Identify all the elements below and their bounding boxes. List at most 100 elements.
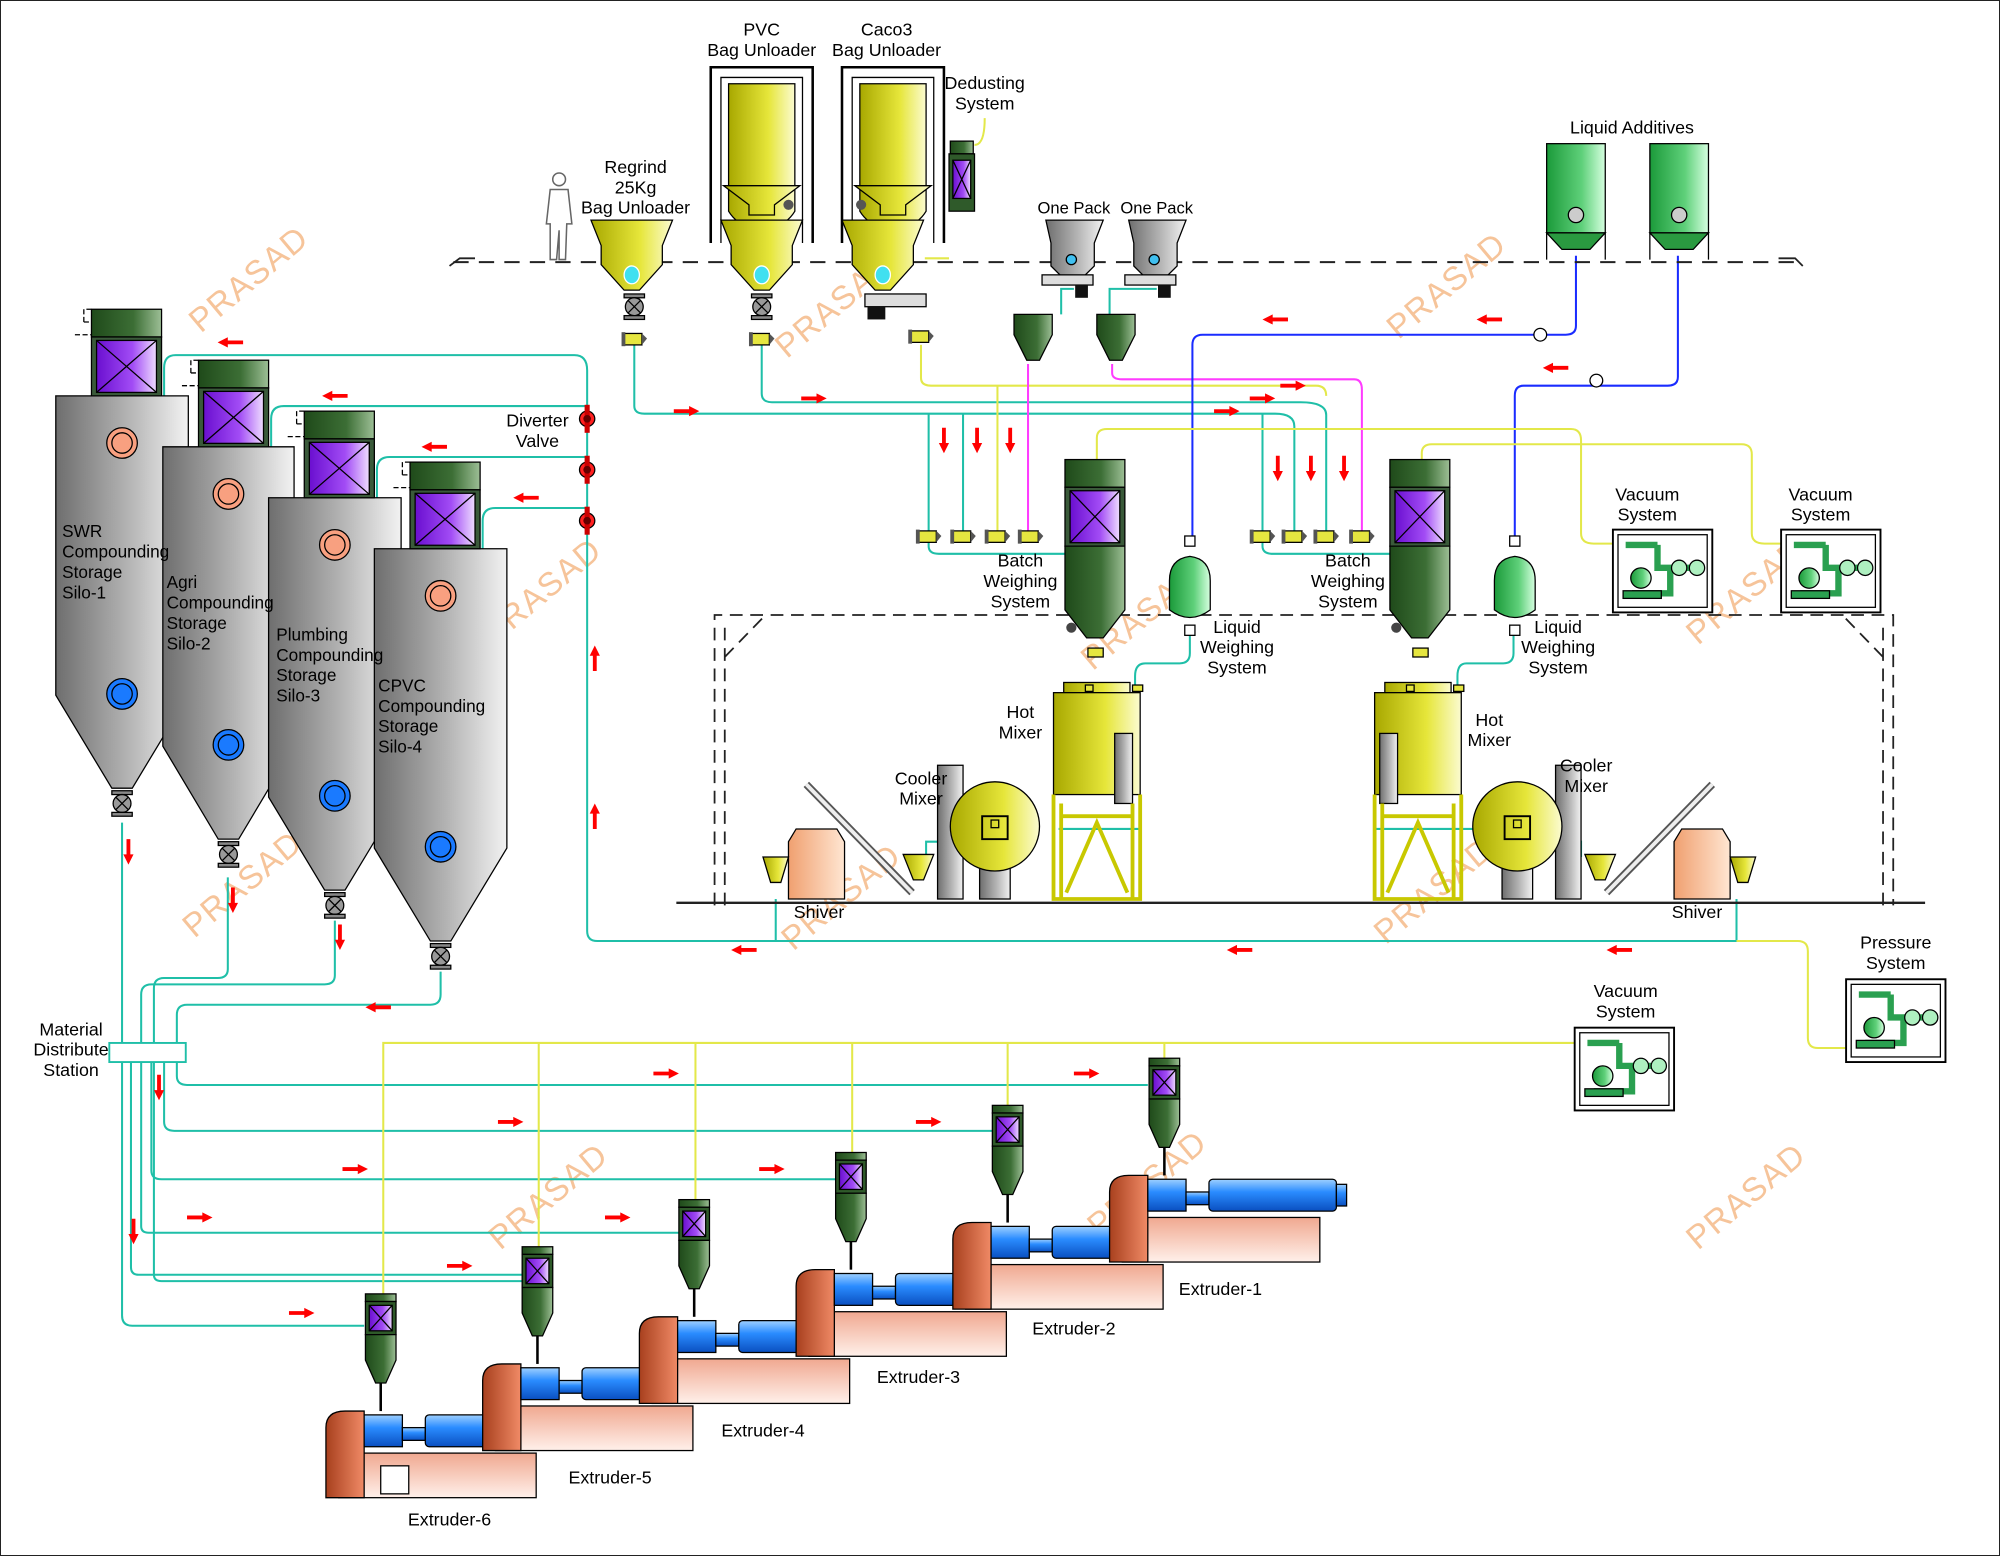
flow-meter-icon (621, 332, 648, 347)
pipe-shiver-out (774, 899, 1738, 942)
vacuum-system-2 (1780, 528, 1882, 614)
dedusting-filter (948, 140, 976, 212)
label-line: Vacuum (1789, 484, 1853, 504)
flow-arrow-l-icon (217, 337, 244, 348)
label-line: Hot (1007, 702, 1035, 722)
label-shiver-1: Shiver (794, 902, 845, 922)
flow-arrow-d-icon (1005, 427, 1016, 454)
rotary-valve-icon (750, 293, 773, 321)
label-one-pack-1: One Pack (1038, 199, 1111, 218)
label-line: Weighing (1200, 637, 1274, 657)
label-line: Mixer (999, 723, 1043, 743)
label-line: Liquid (1213, 617, 1261, 637)
flow-arrow-r-icon (1214, 406, 1240, 417)
extruder-hopper-5 (521, 1246, 554, 1364)
flow-arrow-d-icon (938, 427, 950, 454)
pipe-pvc (760, 344, 1328, 534)
flow-arrow-l-icon (1606, 944, 1633, 956)
hot-mixer-1 (1051, 681, 1144, 901)
flow-arrow-l-icon (1542, 362, 1569, 373)
silo-outlet-valve-icon (111, 790, 133, 817)
flow-arrow-u-icon (589, 645, 600, 672)
flow-arrows (123, 314, 1633, 1319)
label-line: Liquid (1534, 617, 1582, 637)
flow-meter-icon (984, 529, 1011, 544)
one-pack-1-receiver-icon (1013, 313, 1053, 361)
silo-3 (267, 410, 402, 891)
label-line: Silo-1 (62, 582, 106, 602)
regrind-hopper (590, 219, 674, 291)
silo-outlet-valve-icon (429, 942, 452, 970)
flow-arrow-l-icon (322, 390, 348, 401)
screw-feeder-icon (864, 293, 927, 308)
label-line: Extruder-3 (877, 1367, 960, 1387)
pipe-return-silo-2 (270, 405, 588, 447)
material-distribute-station-box (108, 1041, 187, 1064)
pipe-one-pack-feed (1060, 287, 1157, 315)
pipe-caco3 (919, 344, 1328, 396)
label-line: Hot (1475, 710, 1503, 730)
label-line: Silo-4 (378, 737, 422, 757)
label-extruder-6: Extruder-6 (408, 1510, 491, 1530)
diverter-valve-icon[interactable] (578, 455, 596, 484)
flow-arrow-r-icon (653, 1068, 679, 1079)
label-line: Extruder-1 (1179, 1279, 1262, 1299)
flow-meter-icon (915, 529, 942, 544)
flow-arrow-l-icon (1262, 314, 1288, 325)
label-line: Storage (378, 716, 438, 736)
label-line: Mixer (899, 789, 943, 809)
label-line: Silo-3 (276, 686, 320, 706)
label-line: Weighing (1521, 637, 1595, 657)
label-extruder-3: Extruder-3 (877, 1367, 960, 1387)
batch-weighing-filter-2 (1389, 458, 1451, 547)
liquid-additive-tank-2 (1648, 143, 1710, 260)
flow-arrow-r-icon (759, 1163, 785, 1175)
label-line: Extruder-5 (568, 1468, 651, 1488)
flow-arrow-u-icon (589, 803, 600, 829)
rotary-valve-icon (623, 293, 646, 321)
flow-arrow-r-icon (604, 1212, 631, 1223)
label-line: Extruder-4 (721, 1421, 804, 1441)
label-line: Material (39, 1019, 102, 1039)
screw-motor-icon (867, 306, 886, 320)
label-line: Silo-2 (167, 633, 211, 653)
flow-arrow-r-icon (342, 1163, 368, 1175)
label-line: Mixer (1564, 776, 1608, 796)
silo-outlet-valve-icon (217, 841, 240, 868)
pipe-silo-2-to-ext5 (152, 877, 524, 1283)
diverter-valve-icon[interactable] (578, 404, 596, 433)
pipe-silo-4-to-ext1 (175, 971, 1148, 1086)
flow-meter-icon (950, 529, 976, 544)
flow-arrow-d-icon (153, 1074, 165, 1101)
flow-arrow-d-icon (1338, 455, 1350, 482)
pipe-silo-1 (121, 822, 365, 1327)
pipe-vacuum-3 (382, 1041, 1576, 1298)
label-line: One Pack (1038, 199, 1111, 218)
flow-arrow-r-icon (1249, 393, 1276, 404)
flow-arrow-r-icon (446, 1260, 473, 1271)
pressure-system (1845, 978, 1947, 1064)
label-line: Caco3 (861, 19, 913, 39)
flow-arrow-r-icon (673, 406, 700, 417)
pipe-vacuum-1 (1095, 427, 1617, 545)
flow-arrow-d-icon (1305, 455, 1317, 482)
label-line: Batch (998, 551, 1044, 571)
label-line: Storage (276, 665, 336, 685)
label-line: Regrind (604, 157, 666, 177)
watermark-text: PRASAD (1380, 226, 1514, 347)
flow-meter-icon (1281, 529, 1308, 544)
flow-arrow-l-icon (421, 441, 447, 452)
watermark-text: PRASAD (482, 1136, 616, 1257)
label-line: Bag Unloader (707, 40, 816, 60)
label-line: Compounding (167, 593, 274, 613)
diverter-valve-icon[interactable] (578, 506, 596, 535)
label-line: Diverter (506, 410, 568, 430)
one-pack-2-feeder (1124, 219, 1187, 298)
label-line: Extruder-2 (1032, 1319, 1115, 1339)
